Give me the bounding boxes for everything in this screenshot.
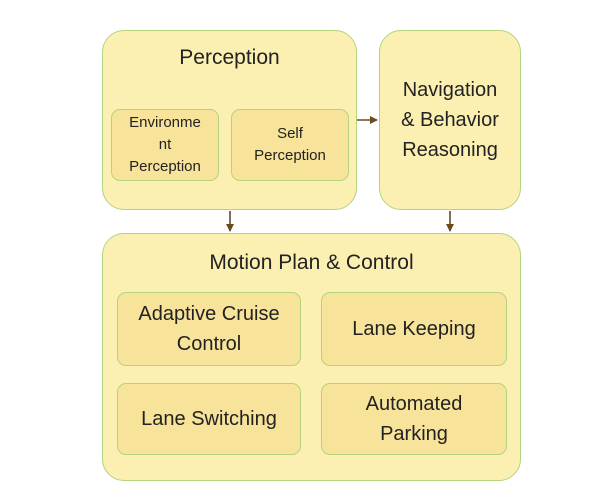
self-perception-line2: Perception: [254, 147, 326, 164]
lane-keeping-label: Lane Keeping: [352, 318, 476, 340]
perception-box: Perception Environme nt Perception Self …: [102, 30, 357, 210]
adaptive-cruise-control-label: Adaptive Cruise Control: [138, 299, 279, 359]
adaptive-cruise-line2: Control: [176, 333, 242, 355]
environment-perception-line2: nt: [158, 136, 172, 153]
navigation-label: Navigation & Behavior Reasoning: [401, 75, 499, 165]
environment-perception-box: Environme nt Perception: [111, 109, 219, 181]
environment-perception-line3: Perception: [129, 158, 201, 175]
perception-title: Perception: [179, 46, 280, 69]
lane-keeping-box: Lane Keeping: [321, 292, 507, 366]
lane-switching-box: Lane Switching: [117, 383, 301, 455]
navigation-line2: & Behavior: [401, 109, 499, 131]
motion-plan-title: Motion Plan & Control: [209, 251, 414, 274]
motion-plan-box: Motion Plan & Control Adaptive Cruise Co…: [102, 233, 521, 481]
adaptive-cruise-line1: Adaptive Cruise: [138, 303, 280, 325]
navigation-line1: Navigation: [402, 79, 498, 101]
automated-parking-line1: Automated: [365, 393, 463, 415]
lane-switching-label: Lane Switching: [141, 408, 277, 430]
automated-parking-label: Automated Parking: [366, 389, 463, 449]
automated-parking-box: Automated Parking: [321, 383, 507, 455]
navigation-box: Navigation & Behavior Reasoning: [379, 30, 521, 210]
self-perception-line1: Self: [277, 125, 303, 142]
environment-perception-label: Environme nt Perception: [129, 112, 201, 178]
self-perception-box: Self Perception: [231, 109, 349, 181]
adaptive-cruise-control-box: Adaptive Cruise Control: [117, 292, 301, 366]
self-perception-label: Self Perception: [254, 123, 326, 167]
navigation-line3: Reasoning: [402, 139, 498, 161]
automated-parking-line2: Parking: [380, 423, 448, 445]
environment-perception-line1: Environme: [129, 114, 201, 131]
